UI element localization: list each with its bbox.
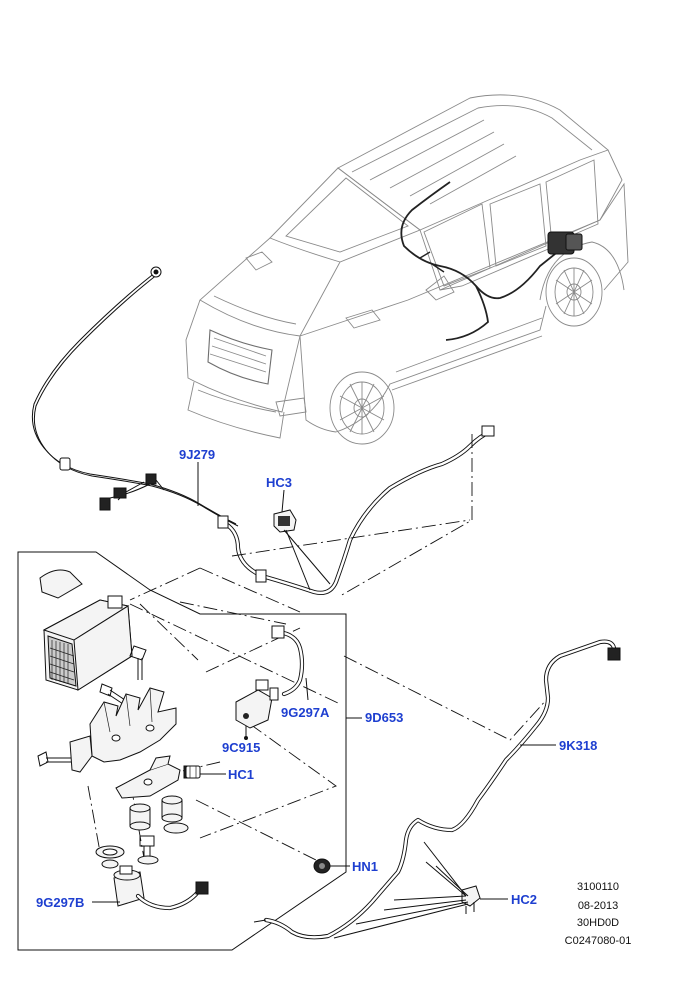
callout-9d653: 9D653 bbox=[365, 710, 403, 725]
callout-hc2: HC2 bbox=[511, 892, 537, 907]
clip-hc1 bbox=[185, 765, 201, 779]
harness-9j279 bbox=[31, 266, 239, 527]
fuel-pipe-9k318 bbox=[253, 639, 621, 940]
ref-line-2: 08-2013 bbox=[578, 900, 618, 912]
callout-hc3: HC3 bbox=[266, 475, 292, 490]
callout-9k318: 9K318 bbox=[559, 738, 597, 753]
callout-9g297a: 9G297A bbox=[281, 705, 330, 720]
vehicle-outline bbox=[185, 94, 629, 445]
callout-hc1: HC1 bbox=[228, 767, 254, 782]
mounting-bracket bbox=[69, 687, 177, 773]
assembly-lines bbox=[87, 434, 549, 863]
clip-hc3 bbox=[273, 509, 297, 533]
hose-9g297a bbox=[271, 625, 305, 697]
nut-hn1 bbox=[313, 858, 331, 874]
callout-9g297b: 9G297B bbox=[36, 895, 84, 910]
callout-9j279: 9J279 bbox=[179, 447, 215, 462]
ref-line-3: 30HD0D bbox=[577, 917, 619, 929]
reference-block: 3100110 08-2013 30HD0D C0247080-01 bbox=[565, 881, 632, 947]
leader-lines bbox=[92, 462, 556, 939]
canister-cover bbox=[39, 569, 83, 599]
callout-9c915: 9C915 bbox=[222, 740, 260, 755]
fuel-pipe-upper bbox=[217, 425, 495, 595]
callout-hn1: HN1 bbox=[352, 859, 378, 874]
ref-line-4: C0247080-01 bbox=[565, 935, 632, 947]
grommet bbox=[95, 845, 125, 869]
rubber-isolators bbox=[129, 795, 189, 834]
vehicle-harness bbox=[400, 181, 583, 341]
lower-bracket bbox=[115, 755, 197, 799]
bolts bbox=[37, 645, 159, 865]
ref-line-1: 3100110 bbox=[577, 881, 619, 893]
canister-subassembly-frame bbox=[17, 551, 347, 951]
canister-filter-9g297b bbox=[113, 865, 209, 911]
purge-valve-9c915 bbox=[235, 679, 279, 740]
charcoal-canister bbox=[42, 595, 133, 691]
